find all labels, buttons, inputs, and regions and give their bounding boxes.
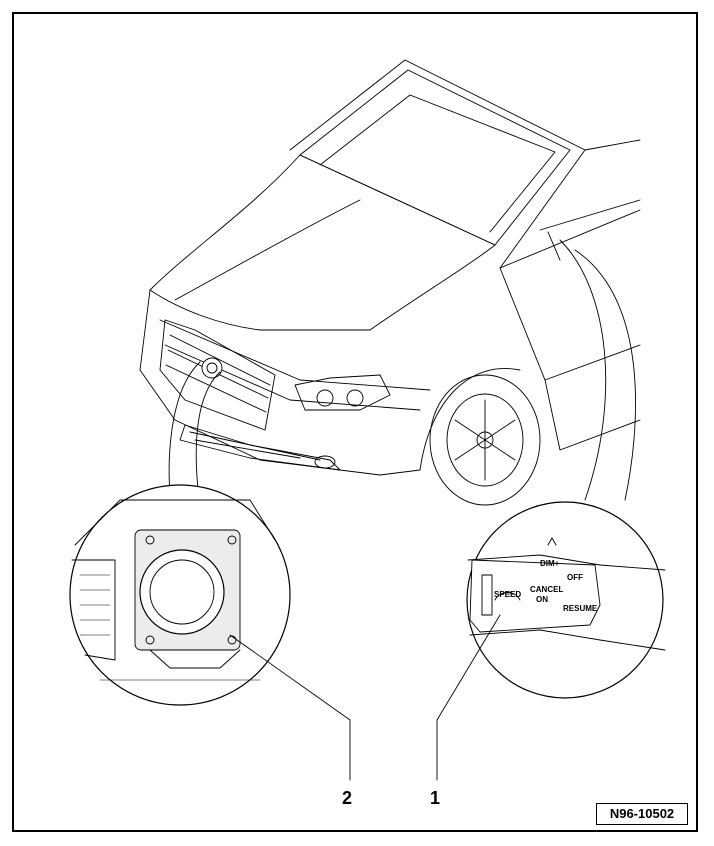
callout-2: 2: [342, 788, 353, 808]
callout-1: 1: [430, 788, 441, 808]
stalk-label-dim: DIM+: [540, 559, 560, 568]
headlight: [294, 374, 391, 411]
detail-circle-radar-sensor: [69, 484, 291, 706]
car-side: [499, 139, 641, 269]
car-roof-outline: [289, 59, 586, 269]
figure-id-label: N96-10502: [596, 803, 688, 825]
car-front: [139, 289, 421, 476]
windshield: [299, 69, 571, 246]
stalk-label-resume: RESUME: [563, 604, 598, 613]
stalk-label-off: OFF: [567, 573, 583, 582]
leader-line-1: [436, 614, 501, 781]
leader-line-2: [229, 634, 351, 781]
stalk-label-on: ON: [536, 595, 548, 604]
sensor-mount-location: [201, 357, 223, 379]
car-hood: [149, 154, 496, 331]
stalk-label-cancel: CANCEL: [530, 585, 563, 594]
front-grille: [159, 319, 276, 431]
stalk-label-speed: SPEED: [494, 590, 521, 599]
detail-circle-cruise-stalk: [466, 501, 666, 699]
front-wheel: [429, 374, 541, 506]
